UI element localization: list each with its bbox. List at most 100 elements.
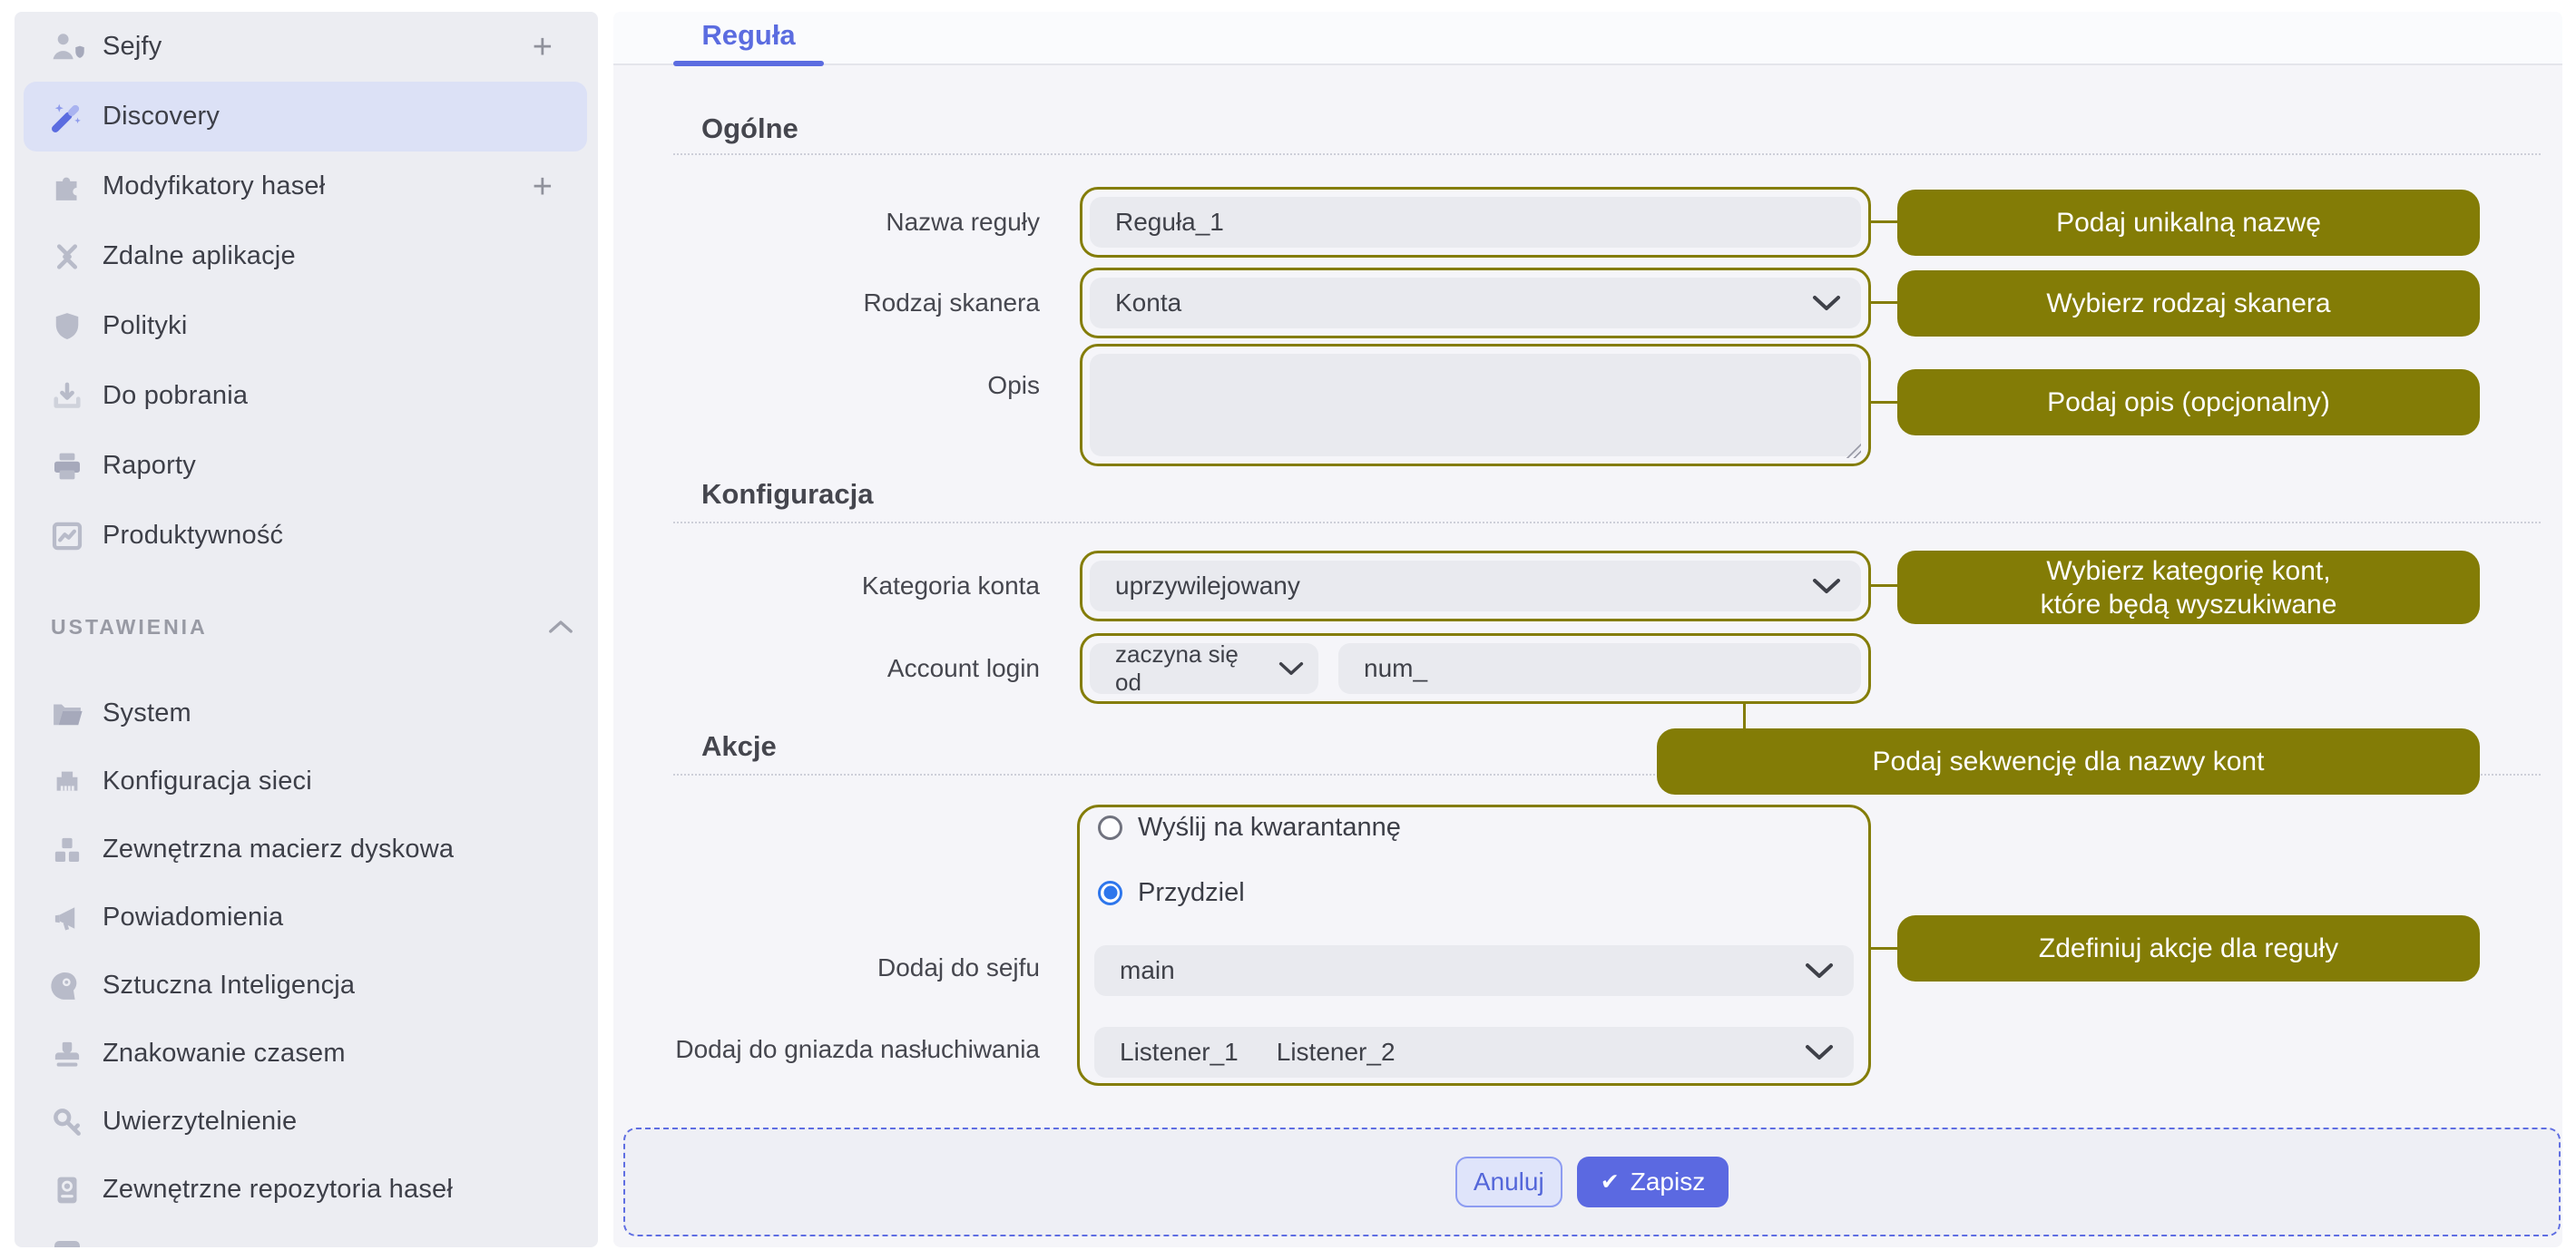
- chevron-down-icon: [1812, 295, 1841, 311]
- folder-icon: [48, 695, 86, 733]
- sidebar-item-uwierzytelnienie[interactable]: Uwierzytelnienie: [15, 1088, 598, 1156]
- productivity-chart-icon: [48, 517, 86, 555]
- sidebar-section-ustawienia[interactable]: USTAWIENIA: [15, 603, 598, 650]
- field-label-dodaj-do-gniazda: Dodaj do gniazda nasłuchiwania: [675, 1035, 1040, 1063]
- callout-nazwa: Podaj unikalną nazwę: [1897, 190, 2480, 256]
- account-login-value-input[interactable]: num_: [1338, 643, 1861, 694]
- network-icon: [48, 763, 86, 801]
- add-sejf-button[interactable]: +: [532, 27, 553, 66]
- dodaj-do-gniazda-select[interactable]: Listener_1 Listener_2: [1094, 1027, 1854, 1078]
- section-divider: [673, 774, 2541, 776]
- callout-connector: [1743, 704, 1746, 728]
- field-label-nazwa-reguly: Nazwa reguły: [886, 208, 1040, 236]
- opis-textarea[interactable]: [1090, 354, 1861, 456]
- check-icon: ✔: [1600, 1168, 1620, 1195]
- radio-checked-icon[interactable]: [1098, 880, 1122, 905]
- nazwa-reguly-input[interactable]: Reguła_1: [1090, 197, 1861, 248]
- sidebar-item-label: System: [103, 698, 191, 728]
- add-modyfikator-button[interactable]: +: [532, 167, 553, 206]
- sidebar-item-label: Zdalne aplikacje: [103, 241, 296, 270]
- puzzle-icon: [48, 168, 86, 206]
- form-footer: Anuluj ✔ Zapisz: [623, 1128, 2561, 1236]
- sidebar-item-label: Konfiguracja sieci: [103, 767, 312, 796]
- section-title-ogolne: Ogólne: [701, 112, 798, 144]
- rodzaj-skanera-select[interactable]: Konta: [1090, 278, 1861, 328]
- shield-icon: [48, 308, 86, 346]
- field-label-account-login: Account login: [886, 654, 1040, 682]
- tab-active-underline: [673, 61, 824, 66]
- sidebar: Sejfy + Discovery Modyfikatory haseł + Z…: [15, 12, 598, 1247]
- callout-sekwencja: Podaj sekwencję dla nazwy kont: [1657, 728, 2480, 795]
- ai-icon: [48, 967, 86, 1005]
- timestamp-icon: [48, 1035, 86, 1073]
- sidebar-item-label: Polityki: [103, 311, 188, 340]
- chevron-down-icon: [1812, 578, 1841, 594]
- field-label-kategoria-konta: Kategoria konta: [861, 571, 1040, 600]
- sidebar-item-label: Sztuczna Inteligencja: [103, 971, 356, 1000]
- sidebar-item-powiadomienia[interactable]: Powiadomienia: [15, 884, 598, 952]
- field-label-dodaj-do-sejfu: Dodaj do sejfu: [877, 953, 1040, 982]
- sidebar-item-partial: [48, 1235, 86, 1247]
- save-button[interactable]: ✔ Zapisz: [1576, 1157, 1729, 1207]
- magic-wand-icon: [48, 98, 86, 136]
- sidebar-item-produktywnosc[interactable]: Produktywność: [15, 501, 598, 571]
- sidebar-item-label: Do pobrania: [103, 381, 249, 410]
- remote-apps-icon: [48, 238, 86, 276]
- sidebar-item-polityki[interactable]: Polityki: [15, 291, 598, 361]
- sidebar-item-konfiguracja-sieci[interactable]: Konfiguracja sieci: [15, 747, 598, 816]
- chevron-down-icon: [1278, 661, 1304, 676]
- sidebar-item-label: Sejfy: [103, 32, 162, 61]
- callout-akcje: Zdefiniuj akcje dla reguły: [1897, 915, 2480, 982]
- section-label: USTAWIENIA: [51, 614, 208, 639]
- field-group-opis: [1080, 344, 1871, 466]
- radio-option-kwarantanna[interactable]: Wyślij na kwarantannę: [1094, 807, 1854, 847]
- printer-icon: [48, 447, 86, 485]
- tab-bar: [613, 12, 2562, 65]
- sidebar-item-zdalne-aplikacje[interactable]: Zdalne aplikacje: [15, 221, 598, 291]
- dodaj-do-sejfu-select[interactable]: main: [1094, 945, 1854, 996]
- sidebar-item-discovery[interactable]: Discovery: [24, 82, 587, 151]
- chevron-up-icon[interactable]: [547, 618, 574, 636]
- radio-icon[interactable]: [1098, 815, 1122, 840]
- password-repository-icon: [48, 1171, 86, 1209]
- sidebar-item-label: Produktywność: [103, 521, 284, 550]
- sidebar-item-macierz-dyskowa[interactable]: Zewnętrzna macierz dyskowa: [15, 816, 598, 884]
- megaphone-icon: [48, 899, 86, 937]
- sidebar-item-sejfy[interactable]: Sejfy +: [15, 12, 598, 82]
- settings-list: System Konfiguracja sieci Zewnętrzna mac…: [15, 679, 598, 1224]
- chevron-down-icon: [1805, 962, 1834, 979]
- sidebar-item-label: Discovery: [103, 102, 220, 131]
- section-title-konfiguracja: Konfiguracja: [701, 478, 874, 510]
- sidebar-item-label: Zewnętrzne repozytoria haseł: [103, 1175, 454, 1204]
- tab-regula[interactable]: Reguła: [701, 19, 796, 51]
- resize-handle-icon[interactable]: [1845, 442, 1861, 458]
- sidebar-item-raporty[interactable]: Raporty: [15, 431, 598, 501]
- field-group-account-login: zaczyna się od num_: [1080, 633, 1871, 704]
- field-label-opis: Opis: [987, 371, 1040, 399]
- callout-connector: [1871, 220, 1898, 223]
- account-login-operator-select[interactable]: zaczyna się od: [1090, 640, 1318, 696]
- field-group-nazwa-reguly: Reguła_1: [1080, 187, 1871, 258]
- user-shield-icon: [48, 28, 86, 66]
- radio-option-przydziel[interactable]: Przydziel: [1094, 873, 1854, 913]
- field-group-kategoria-konta: uprzywilejowany: [1080, 551, 1871, 621]
- disk-array-icon: [48, 831, 86, 869]
- sidebar-item-label: Modyfikatory haseł: [103, 171, 326, 200]
- sidebar-item-modyfikatory-hasel[interactable]: Modyfikatory haseł +: [15, 151, 598, 221]
- sidebar-item-label: Uwierzytelnienie: [103, 1107, 298, 1136]
- callout-kategoria: Wybierz kategorię kont, które będą wyszu…: [1897, 551, 2480, 624]
- sidebar-item-do-pobrania[interactable]: Do pobrania: [15, 361, 598, 431]
- sidebar-item-system[interactable]: System: [15, 679, 598, 747]
- callout-rodzaj: Wybierz rodzaj skanera: [1897, 270, 2480, 337]
- callout-connector: [1871, 584, 1898, 587]
- callout-opis: Podaj opis (opcjonalny): [1897, 369, 2480, 435]
- sidebar-item-sztuczna-inteligencja[interactable]: Sztuczna Inteligencja: [15, 952, 598, 1020]
- sidebar-item-label: Powiadomienia: [103, 903, 284, 932]
- sidebar-item-znakowanie-czasem[interactable]: Znakowanie czasem: [15, 1020, 598, 1088]
- section-divider: [673, 153, 2541, 155]
- cancel-button[interactable]: Anuluj: [1455, 1157, 1562, 1207]
- kategoria-konta-select[interactable]: uprzywilejowany: [1090, 561, 1861, 611]
- section-title-akcje: Akcje: [701, 730, 777, 762]
- sidebar-item-label: Zewnętrzna macierz dyskowa: [103, 835, 455, 864]
- sidebar-item-repozytoria-hasel[interactable]: Zewnętrzne repozytoria haseł: [15, 1156, 598, 1224]
